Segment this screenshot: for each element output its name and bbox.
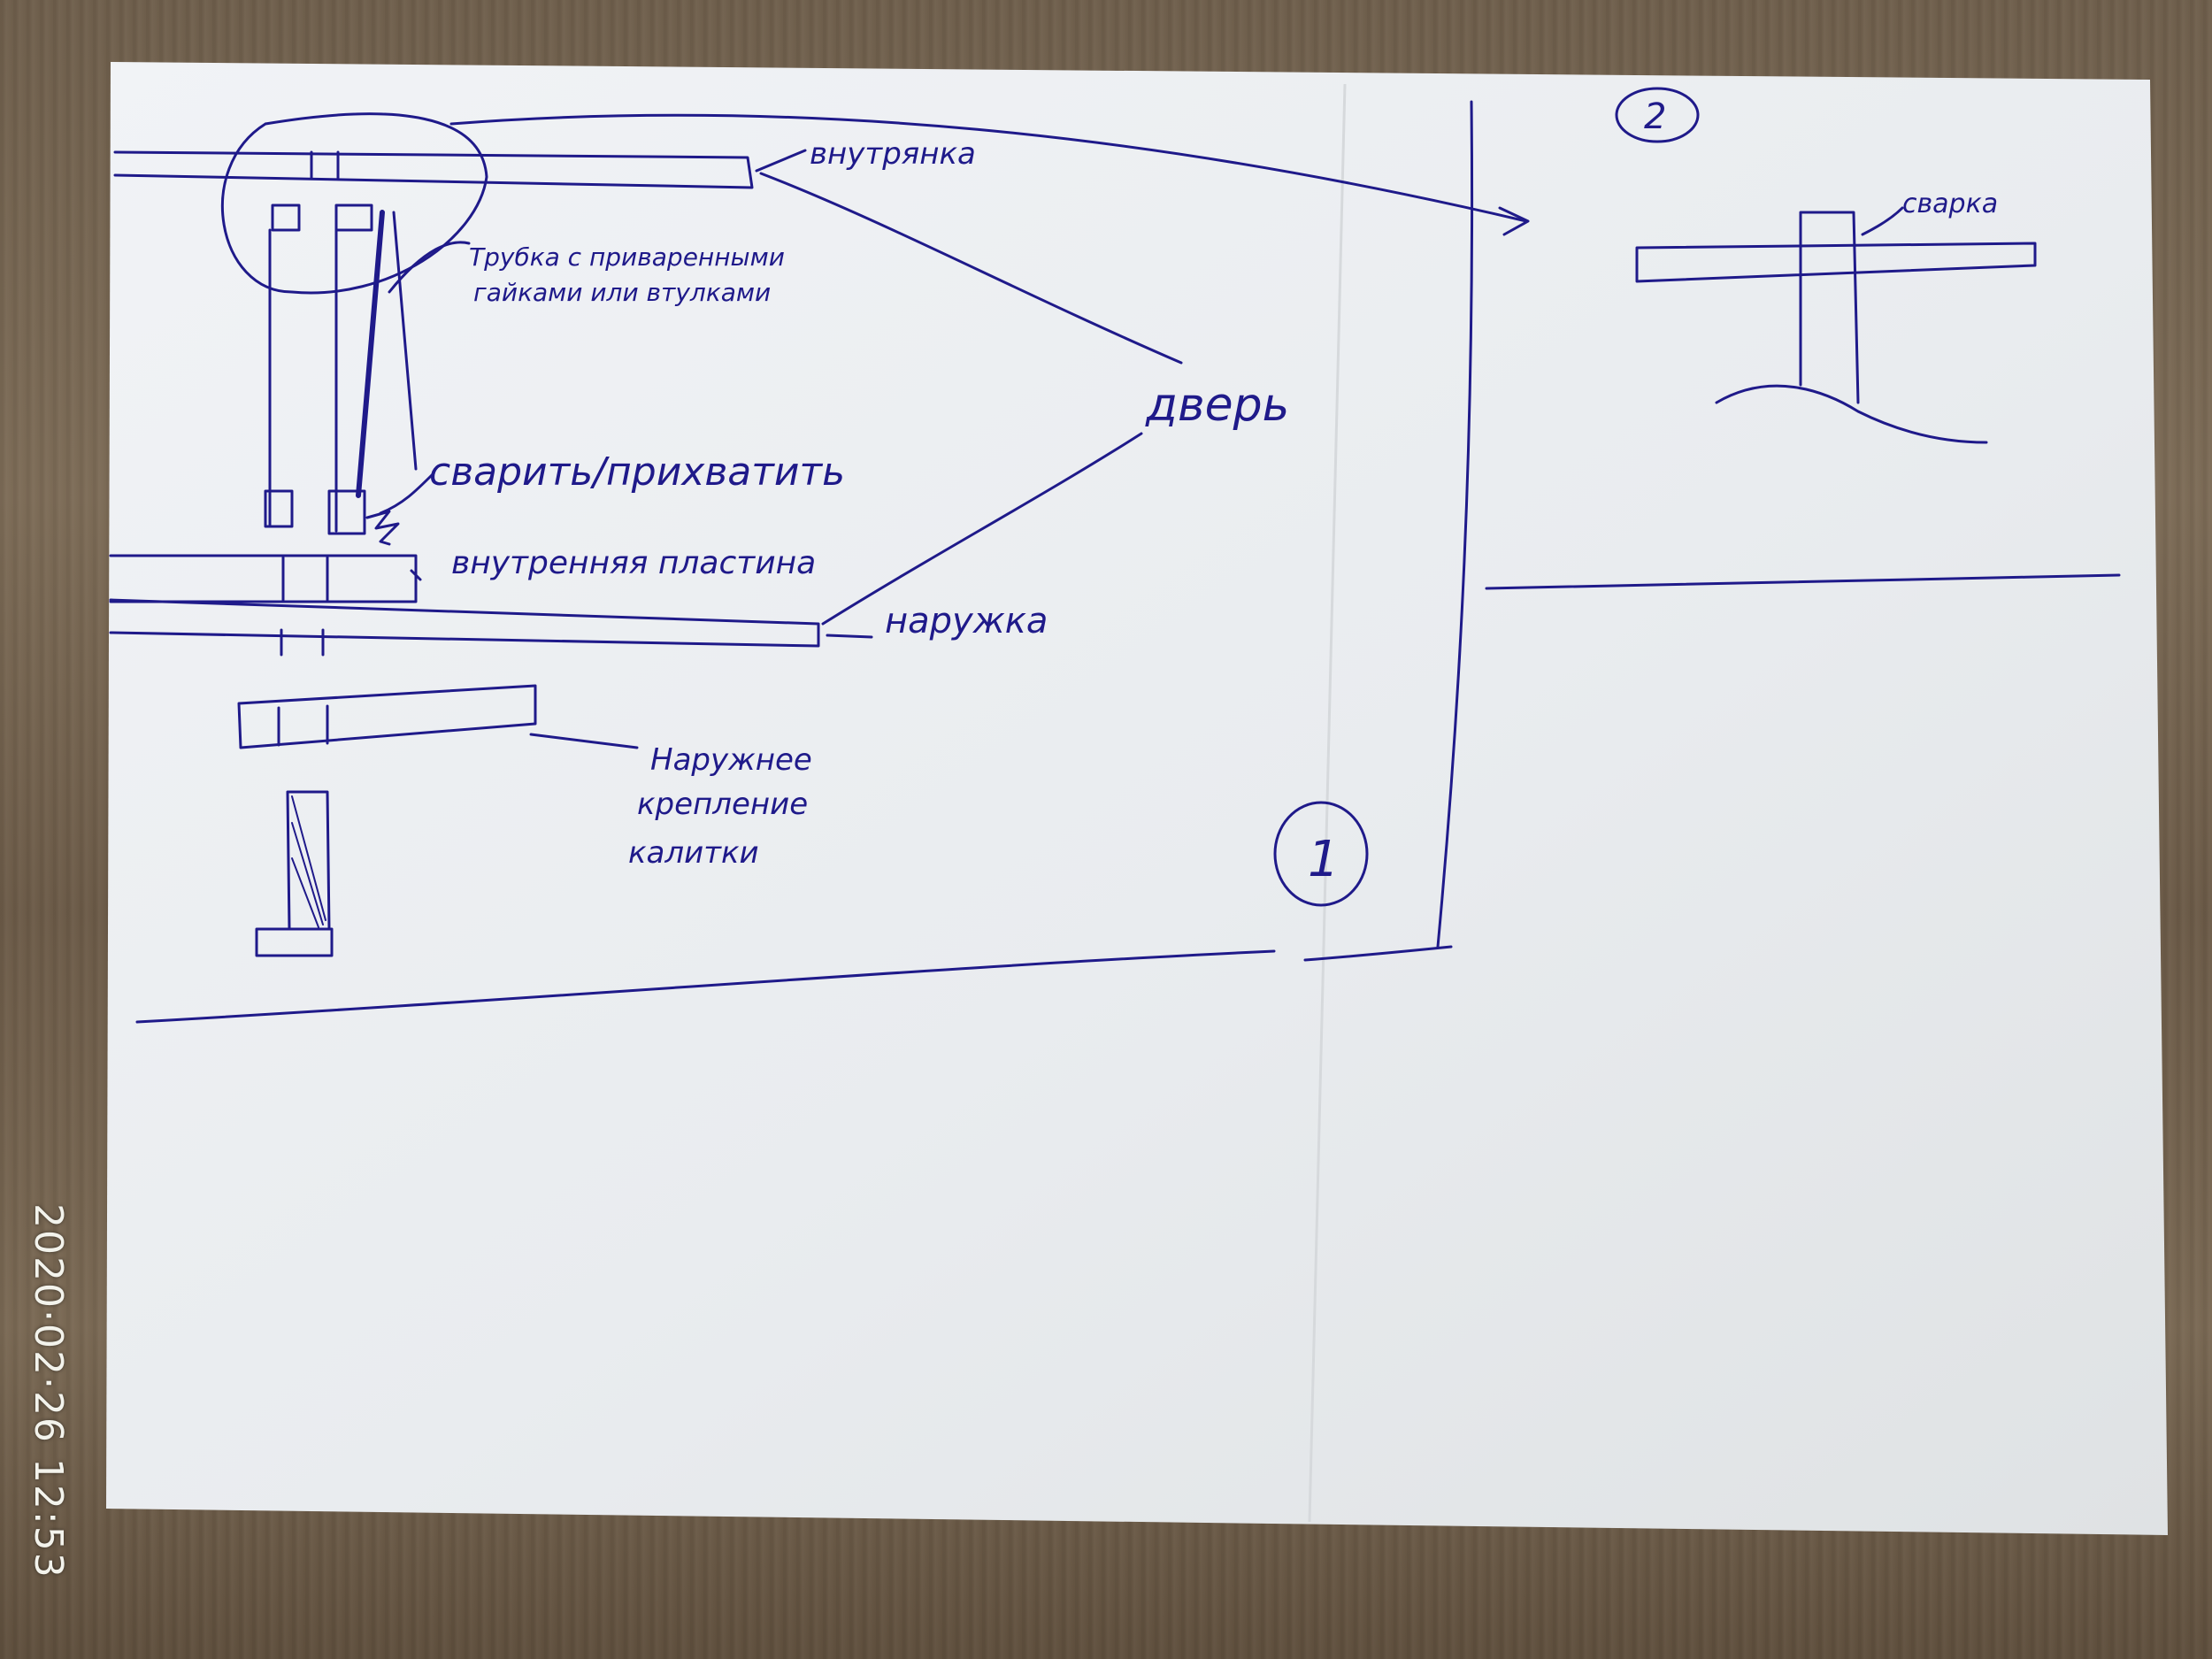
label-outer-mount-3: калитки (628, 835, 759, 871)
tube-right-wall (392, 211, 418, 471)
label-weld-grab: сварить/прихватить (429, 449, 845, 495)
nut-top-right (334, 204, 373, 232)
panel-1-corner-stroke (1303, 945, 1453, 962)
detail-2-crossbar (1635, 242, 2037, 283)
panel-2-bottom-border (1485, 573, 2121, 590)
leader-weld (379, 472, 435, 515)
nut-top-left (271, 204, 301, 232)
arrow-head (1498, 206, 1530, 236)
outer-beam (109, 598, 820, 648)
label-outer-mount-2: крепление (637, 787, 808, 822)
detail-2-weld-leader (1861, 206, 1904, 236)
label-circle-1: 1 (1308, 831, 1340, 888)
tube-rod (356, 210, 385, 498)
label-inner: внутрянка (810, 136, 976, 172)
detail-2-post (1799, 211, 1860, 404)
label-circle-2: 2 (1644, 96, 1666, 137)
photo-timestamp: 2020·02·26 12:53 (26, 1203, 71, 1579)
leader-tube (388, 241, 471, 294)
label-outer-mount-1: Наружнее (650, 742, 812, 778)
leader-door-2 (821, 432, 1143, 626)
inner-beam (113, 150, 754, 189)
circle-2 (1615, 87, 1700, 143)
detail-2-ground (1715, 384, 1988, 444)
inner-plate (109, 554, 418, 603)
post-base (255, 927, 334, 957)
circle-1 (1273, 801, 1369, 907)
leader-mount (529, 733, 639, 749)
ink-drawing (109, 87, 2121, 1024)
label-tube: Трубка с приваренными (469, 242, 785, 272)
outer-mount-block (237, 684, 537, 749)
label-outer: наружка (885, 601, 1048, 641)
panel-1-bottom-border (135, 949, 1276, 1024)
highlight-ellipse (221, 112, 488, 295)
label-door: дверь (1145, 379, 1289, 432)
label-tube-2: гайками или втулками (473, 278, 771, 307)
weld-zigzag (365, 510, 400, 546)
nut-bottom-right (327, 489, 366, 535)
label-weld: сварка (1902, 188, 1998, 219)
paper-sheet (106, 62, 2168, 1535)
leader-outer (826, 634, 873, 639)
label-inner-plate: внутренняя пластина (451, 545, 816, 581)
arrow-to-detail-2 (449, 113, 1528, 223)
nut-bottom-left (264, 489, 294, 528)
panel-divider-vertical (1436, 100, 1474, 949)
leader-door-1 (759, 172, 1183, 365)
leader-inner (755, 149, 807, 173)
